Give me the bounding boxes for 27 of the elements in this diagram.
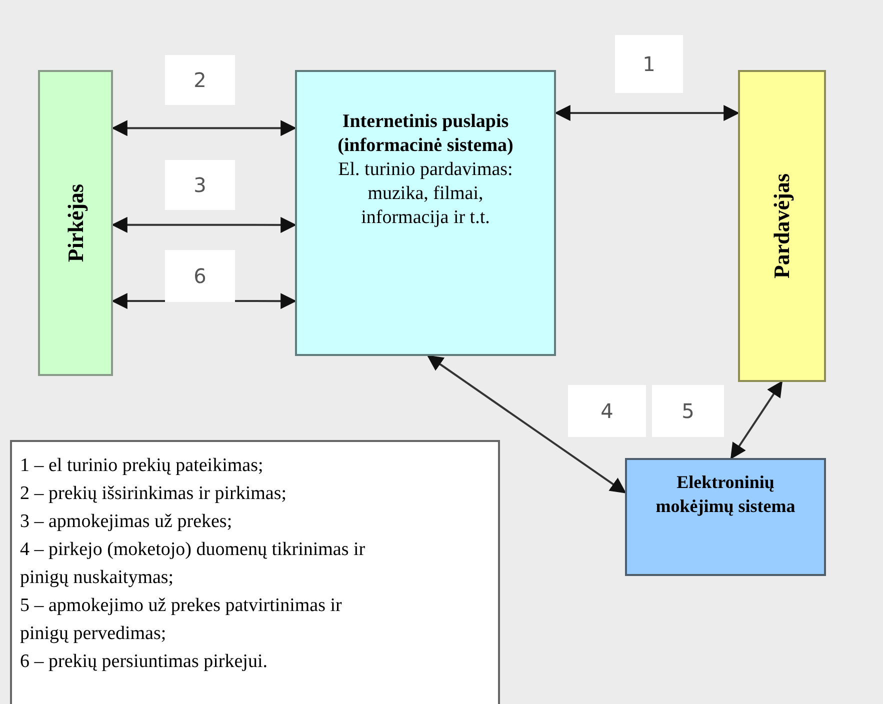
legend-item: 6 – prekių persiuntimas pirkejui. xyxy=(20,650,268,674)
double-arrow xyxy=(554,104,740,122)
box-description: El. turinio pardavimas: muzika, filmai, informacija ir t.t. xyxy=(337,158,514,230)
legend-item: 2 – prekių išsirinkimas ir pirkimas; xyxy=(20,482,288,506)
actor-label: Pardavėjas xyxy=(769,173,795,279)
seller-box xyxy=(738,70,826,382)
legend-item: 5 – apmokejimo už prekes patvirtinimas ir pinigų pervedimas; xyxy=(20,594,343,646)
box-title: Elektroninių mokėjimų sistema xyxy=(654,471,796,518)
buyer-box xyxy=(38,70,113,376)
callout-number: 3 xyxy=(165,160,235,210)
double-arrow xyxy=(111,216,297,233)
system-box xyxy=(295,70,556,356)
payment-system-box xyxy=(625,458,826,576)
callout-number: 4 xyxy=(568,385,646,437)
callout-number: 5 xyxy=(652,385,724,437)
callout-number: 2 xyxy=(165,55,235,105)
double-arrow xyxy=(111,120,297,136)
actor-label: Pirkėjas xyxy=(62,184,88,262)
legend-item: 4 – pirkejo (moketojo) duomenų tikrinimas ir pinigų nuskaitymas; xyxy=(20,538,366,590)
legend-note-box xyxy=(10,440,500,704)
box-title: Internetinis puslapis (informacinė sistema) xyxy=(336,110,514,158)
legend-item: 3 – apmokejimas už prekes; xyxy=(20,510,234,534)
double-arrow xyxy=(730,380,783,460)
double-arrow xyxy=(426,355,626,494)
callout-number: 1 xyxy=(615,35,683,93)
legend-item: 1 – el turinio prekių pateikimas; xyxy=(20,454,264,478)
callout-number: 6 xyxy=(165,250,235,302)
